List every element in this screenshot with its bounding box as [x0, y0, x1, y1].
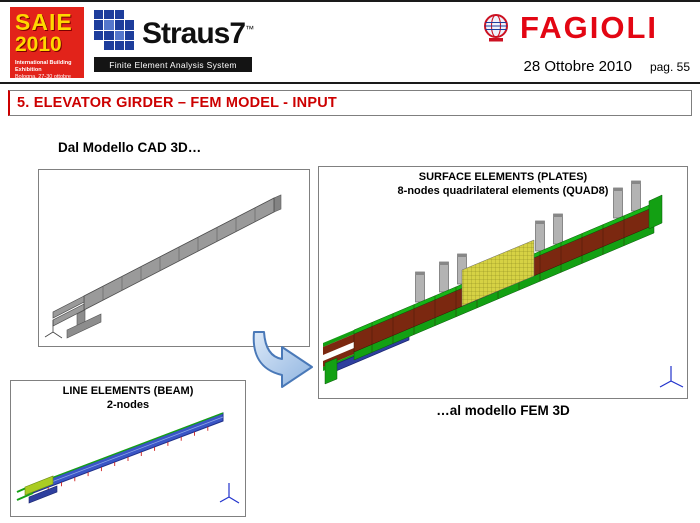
surface-elements-title: SURFACE ELEMENTS (PLATES) — [418, 171, 588, 183]
surface-elements-subtitle: 8-nodes quadrilateral elements (QUAD8) — [397, 185, 609, 197]
surface-elements-caption: SURFACE ELEMENTS (PLATES) 8-nodes quadri… — [319, 170, 687, 198]
fagioli-logo: FAGIOLI — [480, 10, 658, 46]
line-elements-subtitle: 2-nodes — [106, 399, 150, 411]
saie-logo-subtitle: International Building Exhibition — [15, 60, 72, 73]
axis-triad-icon — [44, 320, 63, 339]
axis-triad-icon — [659, 366, 684, 388]
straus7-logo: Straus7™ Finite Element Analysis System — [94, 10, 254, 72]
line-elements-caption: LINE ELEMENTS (BEAM) 2-nodes — [11, 384, 245, 412]
axis-triad-icon — [219, 483, 240, 504]
trademark-symbol: ™ — [245, 24, 255, 34]
page-number: pag. 55 — [649, 60, 690, 74]
header-divider — [0, 82, 700, 84]
slide-title-bar: 5. ELEVATOR GIRDER – FEM MODEL - INPUT — [8, 90, 692, 116]
fem-model-panel: SURFACE ELEMENTS (PLATES) 8-nodes quadri… — [318, 166, 688, 399]
cad-girder-graphic — [44, 194, 282, 339]
globe-icon — [484, 14, 508, 42]
fem-model-label: …al modello FEM 3D — [436, 403, 570, 418]
saie-2010-logo: SAIE 2010 International Building Exhibit… — [10, 7, 84, 80]
beam-girder-graphic — [16, 412, 240, 504]
saie-logo-location: Bologna, 27-30 ottobre — [15, 74, 71, 80]
fagioli-wordmark: FAGIOLI — [520, 10, 658, 45]
straus7-name-text: Straus7 — [142, 17, 246, 50]
date-page-line: 28 Ottobre 2010 pag. 55 — [524, 58, 690, 75]
saie-logo-year: 2010 — [15, 33, 62, 56]
straus7-mosaic-icon — [94, 10, 134, 50]
beam-model-panel: LINE ELEMENTS (BEAM) 2-nodes — [10, 380, 246, 517]
cad-model-panel — [38, 169, 310, 347]
line-elements-title: LINE ELEMENTS (BEAM) — [62, 385, 194, 397]
straus7-tagline: Finite Element Analysis System — [94, 57, 252, 72]
cad-model-label: Dal Modello CAD 3D… — [58, 140, 202, 155]
saie-logo-text: SAIE — [15, 9, 73, 35]
date-text: 28 Ottobre 2010 — [523, 58, 632, 75]
straus7-wordmark: Straus7™ — [142, 10, 254, 53]
flow-arrow-icon — [244, 330, 318, 400]
slide-title: 5. ELEVATOR GIRDER – FEM MODEL - INPUT — [17, 95, 337, 111]
fem-girder-graphic — [323, 180, 684, 388]
